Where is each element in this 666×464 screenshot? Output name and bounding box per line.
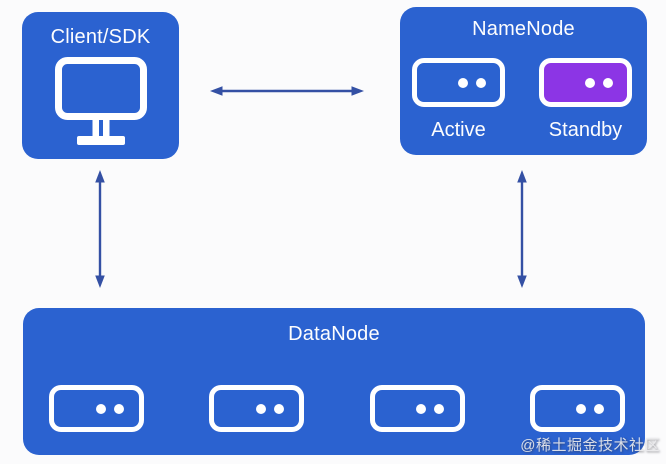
- standby-label: Standby: [548, 119, 623, 141]
- active-server-icon: [412, 58, 505, 107]
- server-led-dot: [434, 403, 445, 414]
- server-led-dot: [416, 403, 427, 414]
- monitor-icon: [54, 57, 147, 145]
- datanode-server-icon: [209, 385, 305, 432]
- server-led-dot: [594, 403, 605, 414]
- active-label: Active: [431, 119, 486, 141]
- namenode-title: NameNode: [472, 18, 575, 40]
- datanode-servers-row: [23, 385, 645, 432]
- datanode-server-icon: [369, 385, 465, 432]
- server-led-dot: [602, 77, 613, 88]
- datanode-node: DataNode: [23, 308, 645, 455]
- standby-server-icon: [539, 58, 632, 107]
- server-led-dot: [584, 77, 595, 88]
- server-led-dot: [576, 403, 587, 414]
- server-led-dot: [457, 77, 468, 88]
- arrow-client-namenode: [210, 86, 364, 96]
- datanode-server-icon: [49, 385, 144, 432]
- client-sdk-node: Client/SDK: [22, 12, 179, 159]
- watermark-text: @稀土掘金技术社区: [520, 437, 660, 454]
- namenode-servers-row: Active Standby: [400, 58, 647, 142]
- server-led-dot: [273, 403, 284, 414]
- datanode-title: DataNode: [288, 323, 380, 345]
- client-sdk-title: Client/SDK: [50, 26, 151, 48]
- standby-namenode-item: Standby: [539, 58, 632, 142]
- arrow-namenode-datanode: [517, 170, 527, 288]
- server-led-dot: [475, 77, 486, 88]
- active-namenode-item: Active: [412, 58, 505, 142]
- server-led-dot: [95, 403, 106, 414]
- server-led-dot: [255, 403, 266, 414]
- server-led-dot: [113, 403, 124, 414]
- arrow-client-datanode: [95, 170, 105, 288]
- namenode-node: NameNode Active Standby: [400, 7, 647, 155]
- datanode-server-icon: [529, 385, 625, 432]
